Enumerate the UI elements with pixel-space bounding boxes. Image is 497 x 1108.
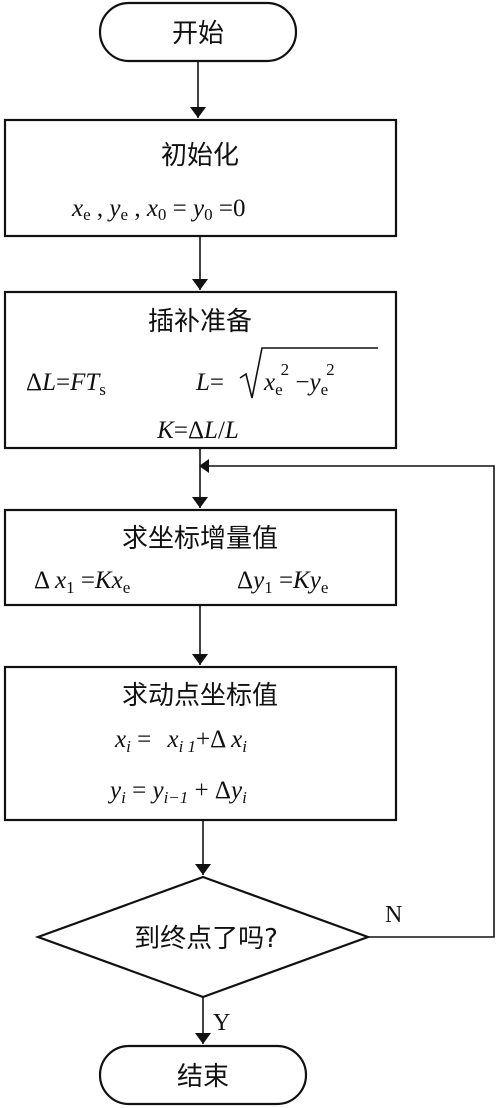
decision-label: 到终点了吗? — [134, 924, 278, 954]
decision-node: 到终点了吗? — [34, 875, 372, 999]
incr-dx: Δ x1 =Kxe — [34, 567, 130, 597]
incr-dy: Δy1 =Kye — [237, 567, 328, 597]
incr-box: 求坐标增量值 Δ x1 =Kxe Δy1 =Kye — [3, 508, 398, 607]
start-node: 开始 — [98, 1, 298, 63]
move-yi: yi = yi−1 + Δyi — [107, 777, 247, 807]
move-title: 求动点坐标值 — [122, 681, 278, 711]
move-xi: xi = xi 1+Δ xi — [114, 726, 247, 756]
init-box: 初始化 xe , ye , x0 = y0 =0 — [3, 118, 398, 238]
end-node: 结束 — [98, 1044, 308, 1106]
move-box: 求动点坐标值 xi = xi 1+Δ xi yi = yi−1 + Δyi — [3, 665, 398, 822]
prep-length-radicand: xe2 −ye2 — [263, 360, 335, 399]
end-label: 结束 — [177, 1062, 229, 1092]
prep-delta-l: ΔL=FTs — [26, 369, 106, 399]
edge-yes-label: Y — [213, 1010, 230, 1036]
start-label: 开始 — [172, 19, 224, 49]
prep-k: K=ΔL/L — [156, 417, 239, 444]
init-title: 初始化 — [161, 141, 239, 171]
sqrt-sign — [239, 347, 378, 399]
prep-title: 插补准备 — [148, 307, 252, 337]
incr-title: 求坐标增量值 — [122, 524, 278, 554]
prep-length-lhs: L= — [195, 369, 224, 396]
edge-no-label: N — [385, 902, 402, 928]
edge-decision-no-loop — [199, 459, 495, 938]
prep-box: 插补准备 ΔL=FTs L= xe2 −ye2 K=ΔL/L — [3, 290, 398, 450]
init-formula: xe , ye , x0 = y0 =0 — [71, 195, 246, 224]
